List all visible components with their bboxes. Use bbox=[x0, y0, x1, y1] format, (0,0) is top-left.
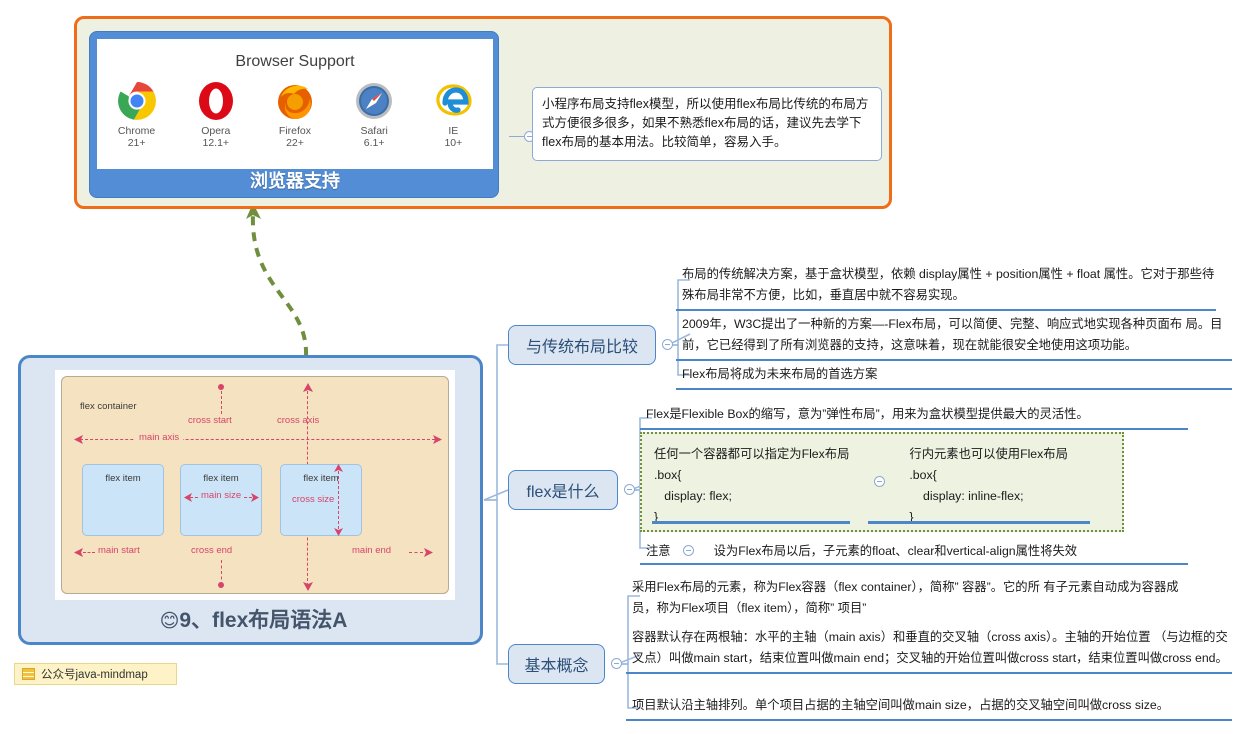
code-underline-left bbox=[652, 521, 850, 524]
safari-icon bbox=[354, 81, 394, 121]
opera-icon bbox=[196, 81, 236, 121]
relation-arrow-line bbox=[250, 213, 309, 357]
branch-what-is-flex[interactable]: flex是什么 bbox=[508, 470, 618, 510]
cross-start-dot bbox=[218, 384, 224, 390]
browser-version: 21+ bbox=[127, 137, 146, 149]
branch-label: 与传统布局比较 bbox=[525, 339, 638, 356]
leaf-compare-3: Flex布局将成为未来布局的首选方案 bbox=[676, 362, 1232, 390]
browser-name: Opera bbox=[201, 125, 231, 137]
flex-container-label: flex container bbox=[80, 401, 137, 412]
branch-2-collapse-toggle[interactable] bbox=[624, 484, 635, 495]
browser-list: Chrome 21+ Opera 12.1+ bbox=[97, 81, 493, 149]
cross-end-line bbox=[221, 560, 222, 585]
ie-icon bbox=[433, 81, 473, 121]
browser-support-note: 小程序布局支持flex模型，所以使用flex布局比传统的布局方式方便很多很多，如… bbox=[532, 87, 882, 161]
leaf-concept-1: 采用Flex布局的元素，称为Flex容器（flex container），简称”… bbox=[632, 580, 1179, 615]
leaf-flex-definition: Flex是Flexible Box的缩写，意为”弹性布局”，用来为盒状模型提供最… bbox=[640, 402, 1188, 430]
caution-collapse-toggle[interactable] bbox=[682, 544, 694, 556]
code-underline-right bbox=[868, 521, 1090, 524]
main-start-label: main start bbox=[98, 545, 140, 556]
main-axis-line bbox=[80, 439, 435, 440]
flex-item-label: flex item bbox=[303, 473, 339, 484]
main-node[interactable]: flex container cross start cross axis ma… bbox=[18, 355, 483, 645]
browser-support-node-label: 浏览器支持 bbox=[250, 171, 340, 191]
cross-size-arrow-down bbox=[334, 528, 343, 536]
browser-name: Firefox bbox=[278, 125, 312, 137]
browser-support-panel: Browser Support bbox=[97, 39, 493, 169]
cross-size-line bbox=[338, 471, 339, 529]
branch-basic-concepts[interactable]: 基本概念 bbox=[508, 644, 605, 684]
browser-version: 6.1+ bbox=[363, 137, 385, 149]
main-axis-arrow-right bbox=[433, 435, 442, 444]
list-icon bbox=[22, 668, 35, 680]
browser-name: IE bbox=[448, 125, 459, 137]
connector-branch-3 bbox=[484, 499, 508, 665]
leaf-compare-2: 2009年，W3C提出了一种新的方案—-Flex布局，可以简便、完整、响应式地实… bbox=[676, 312, 1232, 361]
cross-size-label: cross size bbox=[292, 494, 335, 505]
cross-end-label: cross end bbox=[191, 545, 233, 556]
flex-diagram: flex container cross start cross axis ma… bbox=[61, 376, 449, 594]
browser-item: Chrome 21+ bbox=[103, 81, 171, 149]
branch-label: 基本概念 bbox=[524, 658, 589, 675]
cross-size-arrow-up bbox=[334, 464, 343, 472]
caution-label: 注意 bbox=[646, 544, 671, 558]
main-size-arrow-right bbox=[251, 493, 259, 502]
flex-item-2: flex item bbox=[180, 464, 262, 536]
browser-version: 10+ bbox=[444, 137, 463, 149]
code-collapse-toggle[interactable] bbox=[874, 476, 885, 487]
connector-branch-2 bbox=[483, 489, 509, 501]
branch-compare-traditional[interactable]: 与传统布局比较 bbox=[508, 325, 656, 365]
main-end-line bbox=[409, 552, 423, 553]
branch-label: flex是什么 bbox=[526, 484, 600, 501]
cross-axis-arrow-up bbox=[303, 383, 313, 392]
browser-version: 22+ bbox=[286, 137, 304, 149]
main-axis-arrow-left bbox=[74, 435, 83, 444]
main-end-arrow bbox=[424, 548, 433, 557]
main-axis-label: main axis bbox=[135, 432, 184, 443]
main-start-line bbox=[83, 552, 95, 553]
flex-item-label: flex item bbox=[203, 473, 239, 484]
flex-item-1: flex item bbox=[82, 464, 164, 536]
chrome-icon bbox=[117, 81, 157, 121]
note-connector bbox=[509, 136, 533, 137]
cross-axis-arrow-down bbox=[303, 582, 313, 591]
smiley-icon: 😊 bbox=[159, 611, 180, 632]
browser-item: IE 10+ bbox=[419, 81, 487, 149]
browser-support-summary-frame: Browser Support bbox=[74, 16, 892, 209]
browser-item: Safari 6.1+ bbox=[340, 81, 408, 149]
browser-support-title: Browser Support bbox=[235, 53, 355, 70]
browser-name: Safari bbox=[360, 125, 388, 137]
watermark-label: 公众号java-mindmap bbox=[41, 669, 148, 681]
leaf-concept-2: 容器默认存在两根轴：水平的主轴（main axis）和垂直的交叉轴（cross … bbox=[626, 625, 1232, 674]
main-node-image: flex container cross start cross axis ma… bbox=[55, 370, 455, 600]
browser-name: Chrome bbox=[117, 125, 156, 137]
connector-branch-1 bbox=[484, 344, 508, 501]
code-block-flex: 任何一个容器都可以指定为Flex布局 .box{ display: flex; … bbox=[654, 447, 850, 524]
code-block-inline-flex: 行内元素也可以使用Flex布局 .box{ display: inline-fl… bbox=[909, 447, 1068, 524]
browser-item: Firefox 22+ bbox=[261, 81, 329, 149]
main-start-arrow bbox=[74, 548, 83, 557]
cross-start-label: cross start bbox=[188, 415, 232, 426]
main-end-label: main end bbox=[352, 545, 392, 556]
branch-3-collapse-toggle[interactable] bbox=[611, 658, 622, 669]
main-node-title: 😊9、flex布局语法A bbox=[21, 604, 486, 634]
browser-support-node[interactable]: Browser Support bbox=[89, 31, 499, 198]
main-size-label: main size bbox=[198, 490, 245, 501]
browser-version: 12.1+ bbox=[202, 137, 230, 149]
cross-start-line bbox=[221, 386, 222, 414]
flex-item-label: flex item bbox=[105, 473, 141, 484]
leaf-compare-1: 布局的传统解决方案，基于盒状模型，依赖 display属性 + position… bbox=[676, 262, 1216, 311]
browser-item: Opera 12.1+ bbox=[182, 81, 250, 149]
main-size-arrow-left bbox=[184, 493, 192, 502]
main-node-title-text: 9、flex布局语法A bbox=[179, 609, 348, 632]
flex-item-3: flex item bbox=[280, 464, 362, 536]
watermark-badge: 公众号java-mindmap bbox=[14, 663, 177, 685]
branch-1-collapse-toggle[interactable] bbox=[662, 339, 673, 350]
cross-axis-label: cross axis bbox=[277, 415, 320, 426]
cross-end-dot bbox=[218, 582, 224, 588]
caution-text: 设为Flex布局以后，子元素的float、clear和vertical-alig… bbox=[713, 544, 1078, 558]
leaf-flex-caution: 注意 设为Flex布局以后，子元素的float、clear和vertical-a… bbox=[640, 538, 1188, 565]
leaf-concept-3: 项目默认沿主轴排列。单个项目占据的主轴空间叫做main size，占据的交叉轴空… bbox=[626, 693, 1232, 721]
firefox-icon bbox=[275, 81, 315, 121]
